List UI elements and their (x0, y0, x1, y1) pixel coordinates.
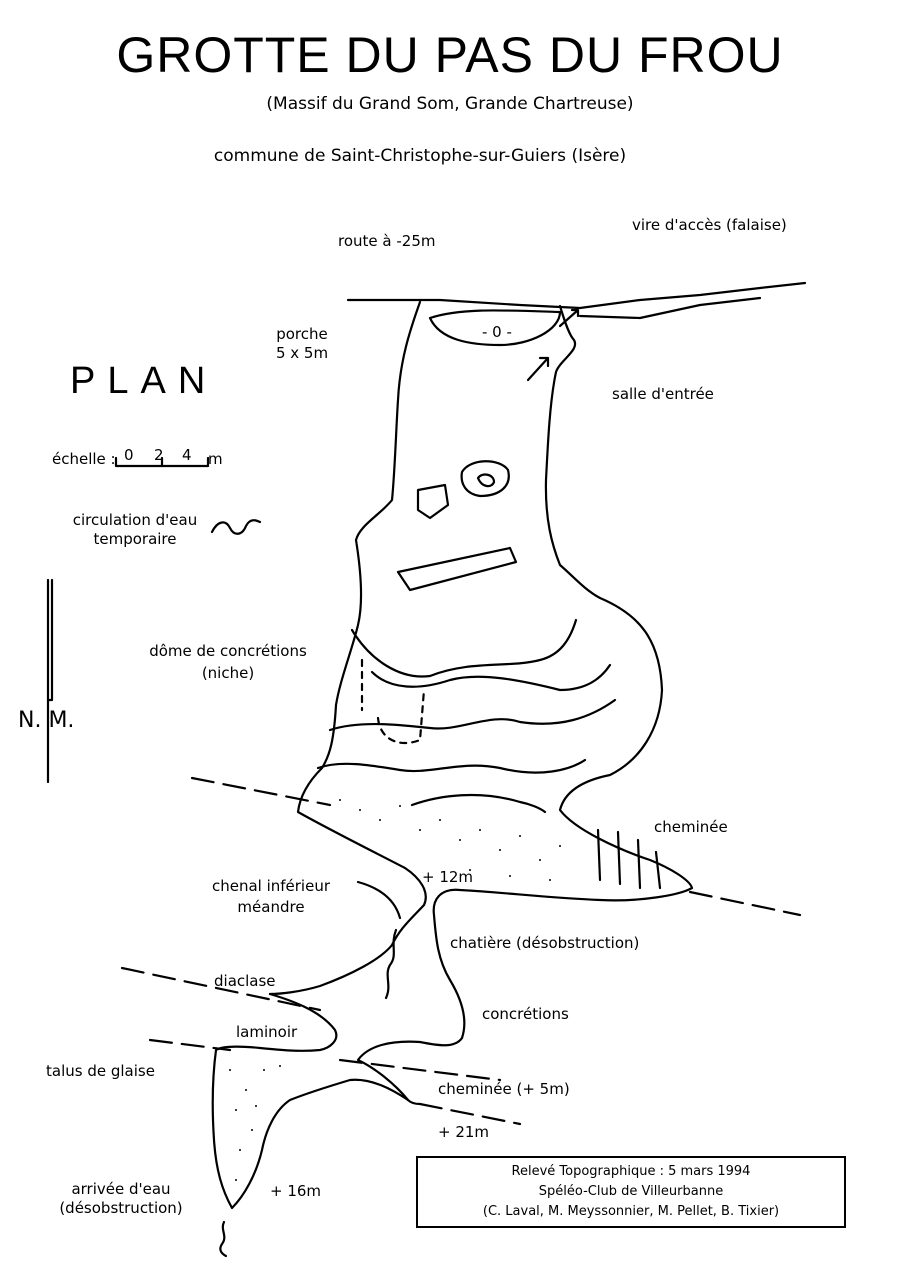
label-cheminee-5m: cheminée (+ 5m) (438, 1080, 570, 1098)
label-route: route à -25m (338, 232, 436, 250)
dome-curve-4 (316, 758, 587, 774)
lower-passage (211, 992, 422, 1210)
rock-ring-inner (476, 473, 496, 488)
subtitle: (Massif du Grand Som, Grande Chartreuse) (266, 94, 634, 114)
scale-prefix: échelle : (52, 450, 116, 468)
label-diaclase: diaclase (214, 972, 276, 990)
label-laminoir: laminoir (236, 1023, 298, 1041)
label-concretions: concrétions (482, 1005, 569, 1023)
rock-block (416, 483, 450, 520)
label-chatiere: chatière (désobstruction) (450, 934, 640, 952)
scale-tick-4: 4 (182, 446, 192, 464)
cave-wall-left (268, 300, 427, 996)
plan-label: PLAN (70, 360, 218, 402)
entrance-block (428, 309, 562, 347)
label-plus21: + 21m (438, 1123, 490, 1141)
rock-ring-outer (460, 460, 510, 498)
scale-tick-2: 2 (154, 446, 164, 464)
commune-label: commune de Saint-Christophe-sur-Guiers (… (213, 146, 627, 166)
legend-water-symbol (210, 519, 262, 535)
label-zero: - 0 - (482, 323, 512, 341)
chenal-arrow (356, 880, 402, 920)
entrance-arrow-2 (558, 308, 580, 328)
label-plus12: + 12m (422, 868, 474, 886)
water-channel (384, 928, 398, 1000)
label-porche: porche (276, 325, 328, 343)
label-talus: talus de glaise (46, 1062, 155, 1080)
chimney-lines (596, 828, 662, 890)
label-arrivee-desobstruction: (désobstruction) (59, 1199, 183, 1217)
scale-bar (114, 456, 210, 468)
label-dome-niche: (niche) (201, 664, 255, 682)
dome-curve-5 (410, 793, 547, 814)
credit-line-survey: Relevé Topographique : 5 mars 1994 (511, 1164, 751, 1179)
credits-box: Relevé Topographique : 5 mars 1994 Spélé… (416, 1156, 846, 1228)
label-porche-size: 5 x 5m (275, 344, 329, 362)
credit-line-authors: (C. Laval, M. Meyssonnier, M. Pellet, B.… (482, 1204, 780, 1219)
fault-line-4 (148, 1038, 502, 1082)
label-chenal-meandre: méandre (237, 898, 305, 916)
label-cheminee: cheminée (654, 818, 728, 836)
label-plus16: + 16m (270, 1182, 322, 1200)
label-salle: salle d'entrée (612, 385, 714, 403)
credit-line-club: Spéléo-Club de Villeurbanne (538, 1184, 724, 1199)
north-arrow (46, 578, 54, 784)
dome-curve-1 (350, 618, 578, 678)
legend-water-line2: temporaire (93, 530, 177, 548)
label-dome: dôme de concrétions (149, 642, 307, 660)
scale-unit: m (208, 450, 223, 468)
label-vire: vire d'accès (falaise) (632, 216, 787, 234)
north-label: N. M. (18, 708, 75, 733)
label-arrivee: arrivée d'eau (71, 1180, 171, 1198)
entrance-arrow-1 (526, 356, 550, 382)
dashed-dome (360, 658, 426, 745)
fault-line-2 (688, 890, 802, 917)
cliff-line (346, 281, 807, 310)
fault-line-3 (120, 966, 322, 1012)
page-title: GROTTE DU PAS DU FROU (116, 27, 784, 83)
label-chenal: chenal inférieur (211, 877, 331, 895)
scale-tick-0: 0 (124, 446, 134, 464)
cave-wall-right (356, 304, 694, 1102)
dome-curve-2 (370, 663, 612, 692)
dome-curve-3 (328, 698, 617, 732)
sediment-dots (229, 799, 561, 1181)
fault-line-5 (418, 1102, 522, 1126)
fault-line-1 (190, 776, 332, 807)
water-outlet (219, 1220, 228, 1258)
ledge (396, 546, 518, 592)
legend-water-line1: circulation d'eau (72, 511, 198, 529)
cliff-line-lower (578, 296, 762, 320)
